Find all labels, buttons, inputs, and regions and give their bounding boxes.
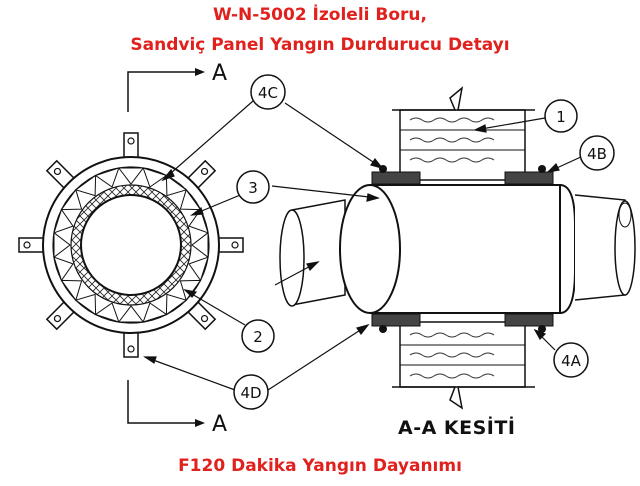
intumescent-tooth (179, 188, 202, 211)
callout-1-label: 1 (556, 108, 566, 126)
intumescent-tooth (94, 167, 120, 188)
callout-4a: 4A (553, 342, 589, 378)
intumescent-tooth (191, 231, 209, 259)
intumescent-tooth (94, 302, 120, 323)
intumescent-tooth (53, 256, 74, 282)
footer-rating: F120 Dakika Yangın Dayanımı (178, 456, 462, 476)
callout-4b-label: 4B (587, 145, 607, 163)
intumescent-tooth (53, 231, 71, 259)
callout-4b: 4B (579, 135, 615, 171)
callout-4d-label: 4D (240, 384, 261, 402)
section-caption: A-A KESİTİ (398, 417, 516, 439)
intumescent-teeth (53, 167, 209, 323)
diagram-title-line2: Sandviç Panel Yangın Durdurucu Detayı (130, 35, 510, 55)
intumescent-tooth (74, 293, 97, 316)
intumescent-tooth (74, 174, 97, 197)
section-mark-bottom: A (127, 380, 227, 437)
callout-4c-label: 4C (258, 84, 278, 102)
section-letter-bottom: A (212, 412, 227, 437)
intumescent-tooth (117, 305, 145, 323)
collar-front-view (18, 132, 244, 358)
callout-3-label: 3 (248, 179, 258, 197)
callout-2-label: 2 (253, 328, 263, 346)
section-letter-top: A (212, 61, 227, 86)
intumescent-tooth (165, 174, 188, 197)
intumescent-tooth (53, 208, 74, 234)
diagram-title-line1: W-N-5002 İzoleli Boru, (213, 5, 427, 25)
intumescent-tooth (179, 279, 202, 302)
intumescent-tooth (117, 167, 145, 185)
callout-4a-label: 4A (561, 352, 582, 370)
callout-1: 1 (544, 99, 578, 133)
intumescent-tooth (142, 302, 168, 323)
intumescent-tooth (60, 279, 83, 302)
insulated-pipe (279, 184, 636, 314)
callout-4d: 4D (233, 374, 269, 410)
intumescent-tooth (188, 208, 209, 234)
intumescent-tooth (165, 293, 188, 316)
section-mark-top: A (127, 61, 227, 112)
intumescent-tooth (60, 188, 83, 211)
callout-4c: 4C (250, 74, 286, 110)
callout-3: 3 (236, 170, 270, 204)
intumescent-tooth (142, 167, 168, 188)
callout-2: 2 (241, 319, 275, 353)
intumescent-tooth (188, 256, 209, 282)
